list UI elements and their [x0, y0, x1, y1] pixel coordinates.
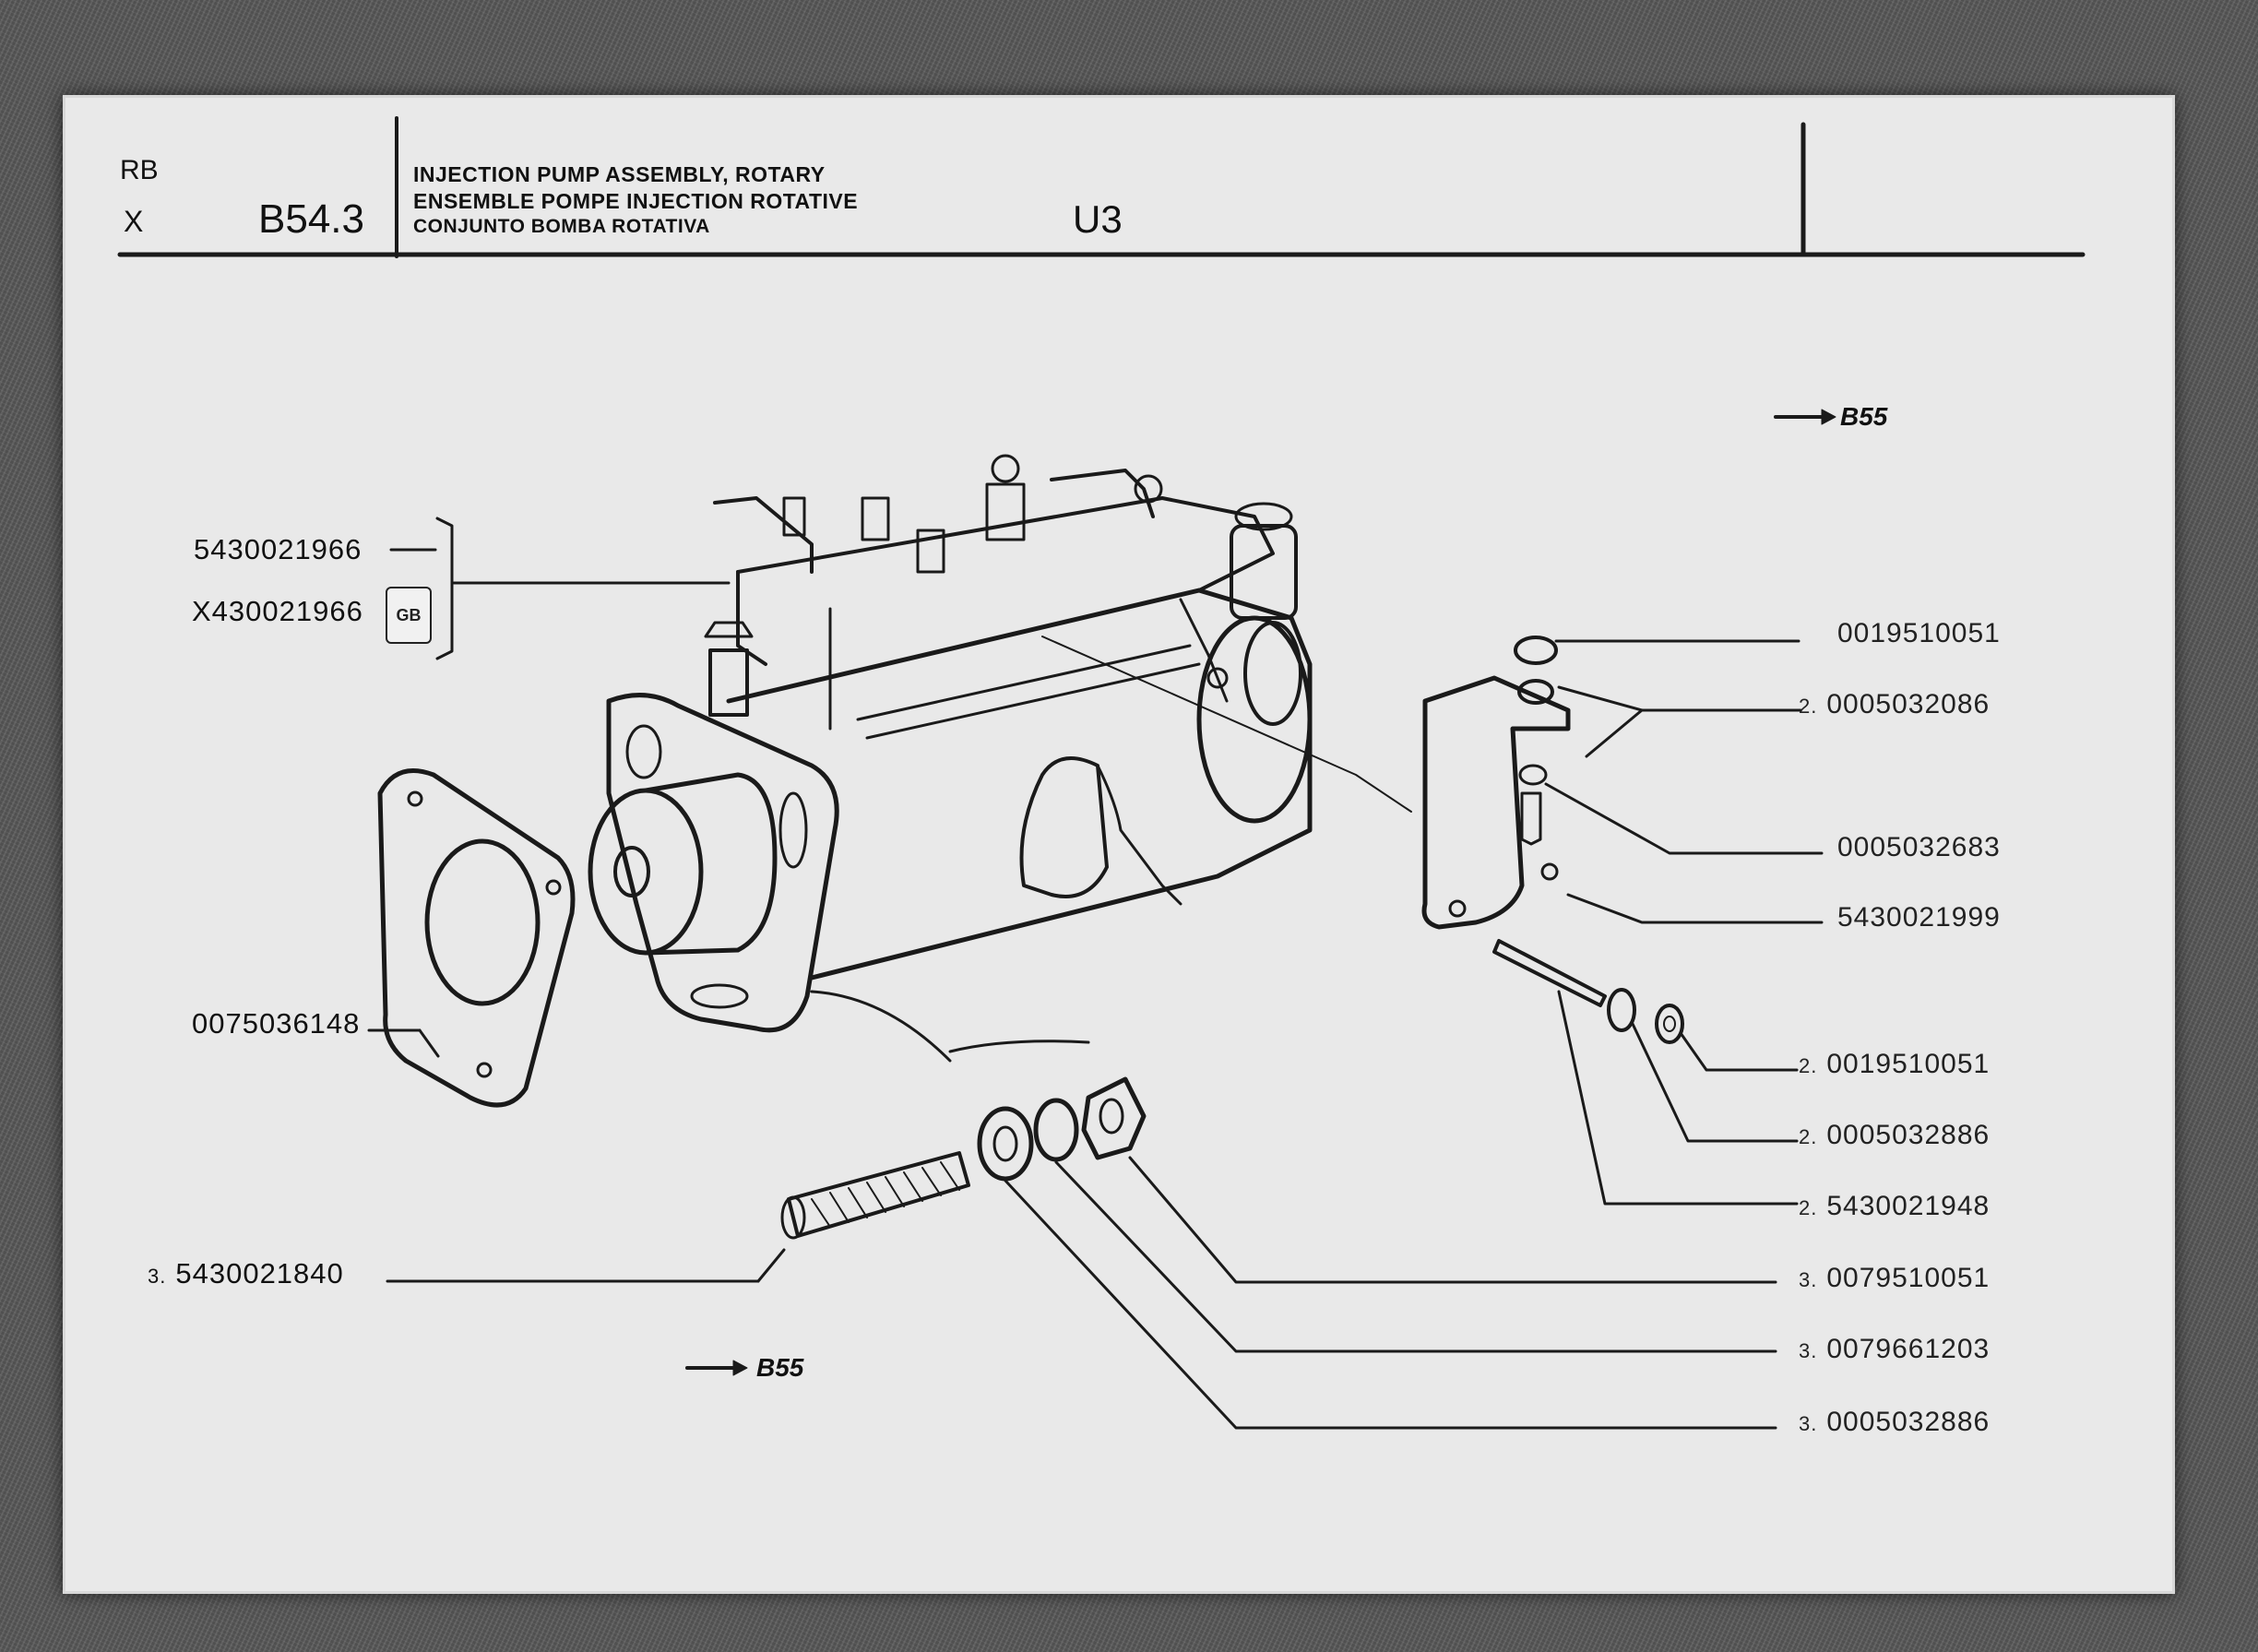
part-number: 5430021840	[175, 1257, 344, 1290]
part-number: 5430021948	[1826, 1191, 1991, 1221]
part-number-label[interactable]: 3. 0079661203	[1799, 1334, 1990, 1365]
part-number-label[interactable]: 3. 5430021840	[148, 1257, 344, 1290]
support-bracket	[1421, 675, 1571, 930]
parts-catalog-sheet	[63, 95, 2175, 1594]
part-number-label[interactable]: 2. 0005032886	[1799, 1120, 1990, 1151]
ref-arrow-bottom-head	[732, 1360, 748, 1376]
part-number-label[interactable]: 3. 0005032886	[1799, 1407, 1990, 1438]
part-number-label[interactable]: 0075036148	[183, 1007, 360, 1040]
part-number: X430021966	[192, 595, 363, 627]
part-number-label[interactable]: 0019510051	[1828, 618, 2001, 649]
part-qty: 2.	[1799, 1196, 1818, 1219]
gb-market-badge: GB	[386, 587, 432, 644]
leader-stud	[810, 990, 952, 1063]
part-qty: 3.	[1799, 1268, 1818, 1291]
header-code-rb: RB	[120, 155, 159, 185]
part-number: 0079510051	[1826, 1263, 1991, 1293]
left-bracket	[435, 517, 454, 660]
lock-washer	[1033, 1098, 1079, 1162]
part-number-label[interactable]: 5430021999	[1828, 902, 2001, 933]
part-number-label[interactable]: 2. 0019510051	[1799, 1049, 1990, 1080]
model-code: U3	[1073, 197, 1123, 241]
part-number: 0005032086	[1826, 689, 1991, 719]
description-french: ENSEMBLE POMPE INJECTION ROTATIVE	[413, 189, 859, 213]
pump-flange	[606, 693, 839, 1033]
description-spanish: CONJUNTO BOMBA ROTATIVA	[413, 216, 710, 237]
nut	[1081, 1076, 1147, 1160]
part-number: 5430021999	[1837, 902, 2001, 933]
part-number: 0005032683	[1837, 832, 2001, 862]
part-qty: 2.	[1799, 695, 1818, 718]
part-qty: 2.	[1799, 1125, 1818, 1148]
part-number-label[interactable]: 0005032683	[1828, 832, 2001, 863]
part-number: 0005032886	[1826, 1120, 1991, 1150]
part-qty: 3.	[1799, 1412, 1818, 1435]
ref-label-top: B55	[1840, 402, 1888, 431]
part-number-label[interactable]: 3. 0079510051	[1799, 1263, 1990, 1294]
page-code: B54.3	[258, 196, 364, 242]
stud	[787, 1151, 970, 1238]
part-qty: 3.	[148, 1265, 167, 1288]
part-qty: 2.	[1799, 1054, 1818, 1077]
header-code-x: X	[124, 205, 144, 238]
part-number: 0079661203	[1826, 1334, 1991, 1364]
washer	[977, 1106, 1034, 1182]
gasket-outline	[377, 768, 576, 1108]
part-qty: 3.	[1799, 1339, 1818, 1362]
gasket-hole	[424, 838, 541, 1006]
ref-label-bottom: B55	[756, 1353, 804, 1382]
part-number: 5430021966	[194, 533, 362, 565]
part-number-label[interactable]: X430021966	[183, 595, 363, 628]
part-number: 0075036148	[192, 1007, 361, 1040]
ref-arrow-top-head	[1821, 409, 1836, 425]
bracket-bolt	[1520, 791, 1542, 846]
part-number: 0005032886	[1826, 1407, 1991, 1437]
part-number: 0019510051	[1837, 618, 2001, 648]
part-number-label[interactable]: 2. 0005032086	[1799, 689, 1990, 720]
governor-end	[1196, 615, 1313, 824]
drive-hub	[588, 788, 704, 956]
bracket-stud	[1492, 939, 1607, 1007]
part-number: 0019510051	[1826, 1049, 1991, 1079]
part-number-label[interactable]: 5430021966	[184, 533, 362, 566]
side-cover	[1019, 756, 1109, 898]
description-english: INJECTION PUMP ASSEMBLY, ROTARY	[413, 162, 826, 186]
part-number-label[interactable]: 2. 5430021948	[1799, 1191, 1990, 1222]
pump-body	[726, 588, 1313, 981]
